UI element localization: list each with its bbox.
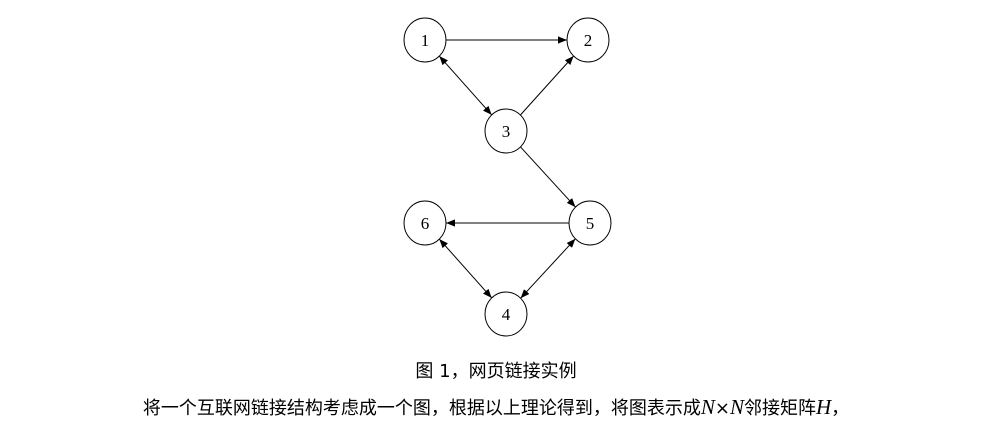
math-times: × [714, 398, 730, 419]
edge-3-2 [520, 55, 574, 116]
nodes-layer: 1 2 3 4 5 6 [403, 17, 612, 337]
node-2: 2 [566, 17, 610, 63]
node-5: 5 [568, 200, 612, 246]
edge-1-3 [438, 55, 493, 116]
body-paragraph: 将一个互联网链接结构考虑成一个图，根据以上理论得到，将图表示成N×N邻接矩阵H， [0, 395, 992, 421]
node-label: 6 [421, 214, 430, 233]
body-text-part2: 邻接矩阵 [743, 398, 816, 419]
body-text-part3: ， [831, 398, 850, 419]
node-6: 6 [403, 200, 447, 246]
node-circle [403, 200, 447, 246]
edges-layer [438, 36, 576, 299]
node-label: 4 [502, 305, 511, 324]
node-circle [484, 108, 528, 154]
node-label: 5 [586, 214, 595, 233]
node-4: 4 [484, 291, 528, 337]
edge-4-5 [520, 238, 576, 299]
math-n2: N [729, 395, 744, 419]
node-circle [566, 17, 610, 63]
node-1: 1 [403, 17, 447, 63]
figure-caption: 图 1，网页链接实例 [415, 361, 577, 382]
node-3: 3 [484, 108, 528, 154]
math-n1: N [700, 395, 715, 419]
node-label: 1 [421, 31, 430, 50]
node-circle [484, 291, 528, 337]
body-text-part1: 将一个互联网链接结构考虑成一个图，根据以上理论得到，将图表示成 [142, 398, 701, 419]
node-label: 3 [502, 122, 511, 141]
node-circle [568, 200, 612, 246]
math-h: H [815, 395, 832, 419]
link-graph-diagram: 1 2 3 4 5 6 [403, 17, 612, 337]
edge-3-5 [520, 146, 576, 208]
node-label: 2 [584, 31, 593, 50]
node-circle [403, 17, 447, 63]
edge-6-4 [438, 238, 493, 299]
